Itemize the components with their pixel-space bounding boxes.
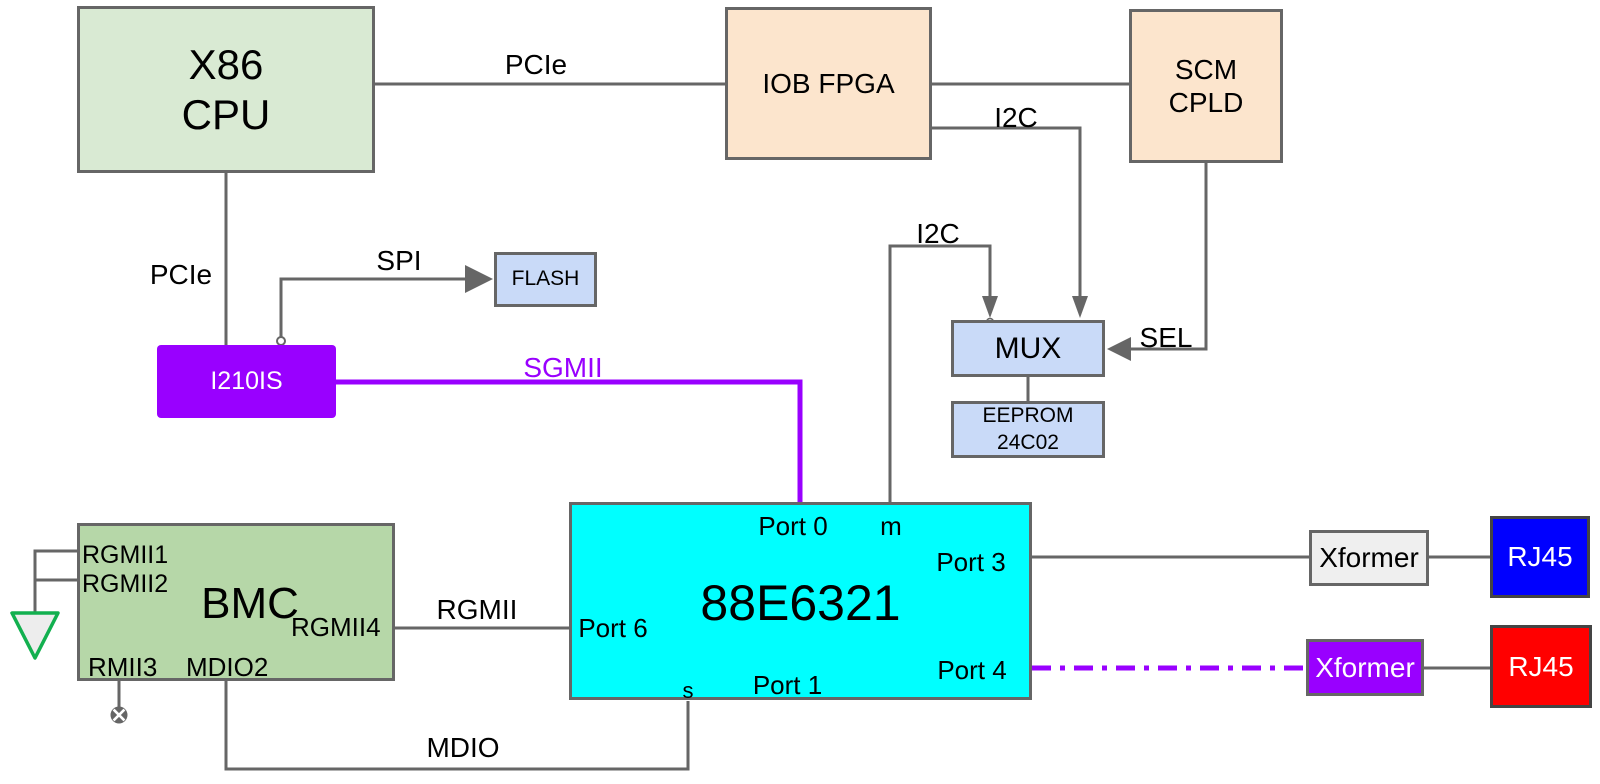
- rgmii1-ground-line: [33, 549, 77, 612]
- pcie-top-label: PCIe: [504, 49, 568, 80]
- bmc-mdio2-pin-label: MDIO2: [186, 652, 269, 682]
- switch-port0-label: Port 0: [758, 511, 828, 541]
- spi-line: [279, 277, 465, 340]
- no-connect-icon: [110, 706, 128, 724]
- xformer-top-block: Xformer: [1309, 530, 1429, 586]
- flash-block: FLASH: [494, 252, 597, 307]
- i2c-switch-label: I2C: [916, 218, 960, 249]
- i2c-fpga-label: I2C: [994, 102, 1038, 133]
- iob-fpga-block: IOB FPGA: [725, 7, 932, 160]
- bmc-rmii3-pin-label: RMII3: [88, 652, 158, 682]
- bmc-name-label: BMC: [201, 579, 299, 628]
- pcie-left-label: PCIe: [149, 259, 213, 290]
- mux-block: MUX: [951, 320, 1105, 377]
- rj45-blue-block: RJ45: [1490, 516, 1590, 598]
- switch-port1-label: Port 1: [752, 670, 823, 700]
- bmc-rgmii4-pin-label: RGMII4: [291, 612, 381, 642]
- switch-port4-label: Port 4: [937, 655, 1007, 685]
- mdio-label: MDIO: [426, 732, 500, 763]
- switch-s-pin-label: s: [682, 678, 694, 703]
- sgmii-line: [336, 379, 803, 502]
- i2c-line-switch-mux: [888, 244, 992, 502]
- mdio-line: [224, 681, 690, 771]
- sel-line: [1130, 163, 1208, 351]
- spi-arrowhead: [465, 265, 493, 293]
- rj45-red-block: RJ45: [1490, 625, 1592, 708]
- switch-port3-label: Port 3: [936, 547, 1006, 577]
- switch-port6-label: Port 6: [578, 613, 648, 643]
- ground-symbol-icon: [10, 611, 60, 660]
- i210is-block: I210IS: [157, 345, 336, 418]
- spi-label: SPI: [376, 245, 422, 276]
- switch-m-pin-label: m: [880, 511, 902, 541]
- i2c-fpga-arrowhead: [1072, 296, 1088, 318]
- sgmii-label: SGMII: [523, 352, 603, 383]
- bmc-block: BMC RGMII1 RGMII2 RGMII4 RMII3 MDIO2: [77, 523, 395, 681]
- scm-cpld-block: SCM CPLD: [1129, 9, 1283, 163]
- i2c-switch-arrowhead: [982, 296, 998, 318]
- switch-88e6321-block: 88E6321 Port 0 m Port 3 Port 6 Port 4 Po…: [569, 502, 1032, 703]
- switch-name-label: 88E6321: [700, 575, 901, 631]
- sel-arrowhead: [1107, 337, 1131, 361]
- spi-origin-dot: [276, 336, 286, 346]
- i2c-line-fpga-mux: [932, 126, 1082, 296]
- bmc-rgmii2-pin-label: RGMII2: [82, 570, 169, 598]
- cpu-block: X86 CPU: [77, 6, 375, 173]
- bmc-rgmii1-pin-label: RGMII1: [82, 541, 169, 569]
- rgmii-label: RGMII: [436, 594, 518, 625]
- eeprom-block: EEPROM 24C02: [951, 401, 1105, 458]
- xformer-bottom-block: Xformer: [1306, 639, 1424, 696]
- sel-label: SEL: [1139, 322, 1193, 353]
